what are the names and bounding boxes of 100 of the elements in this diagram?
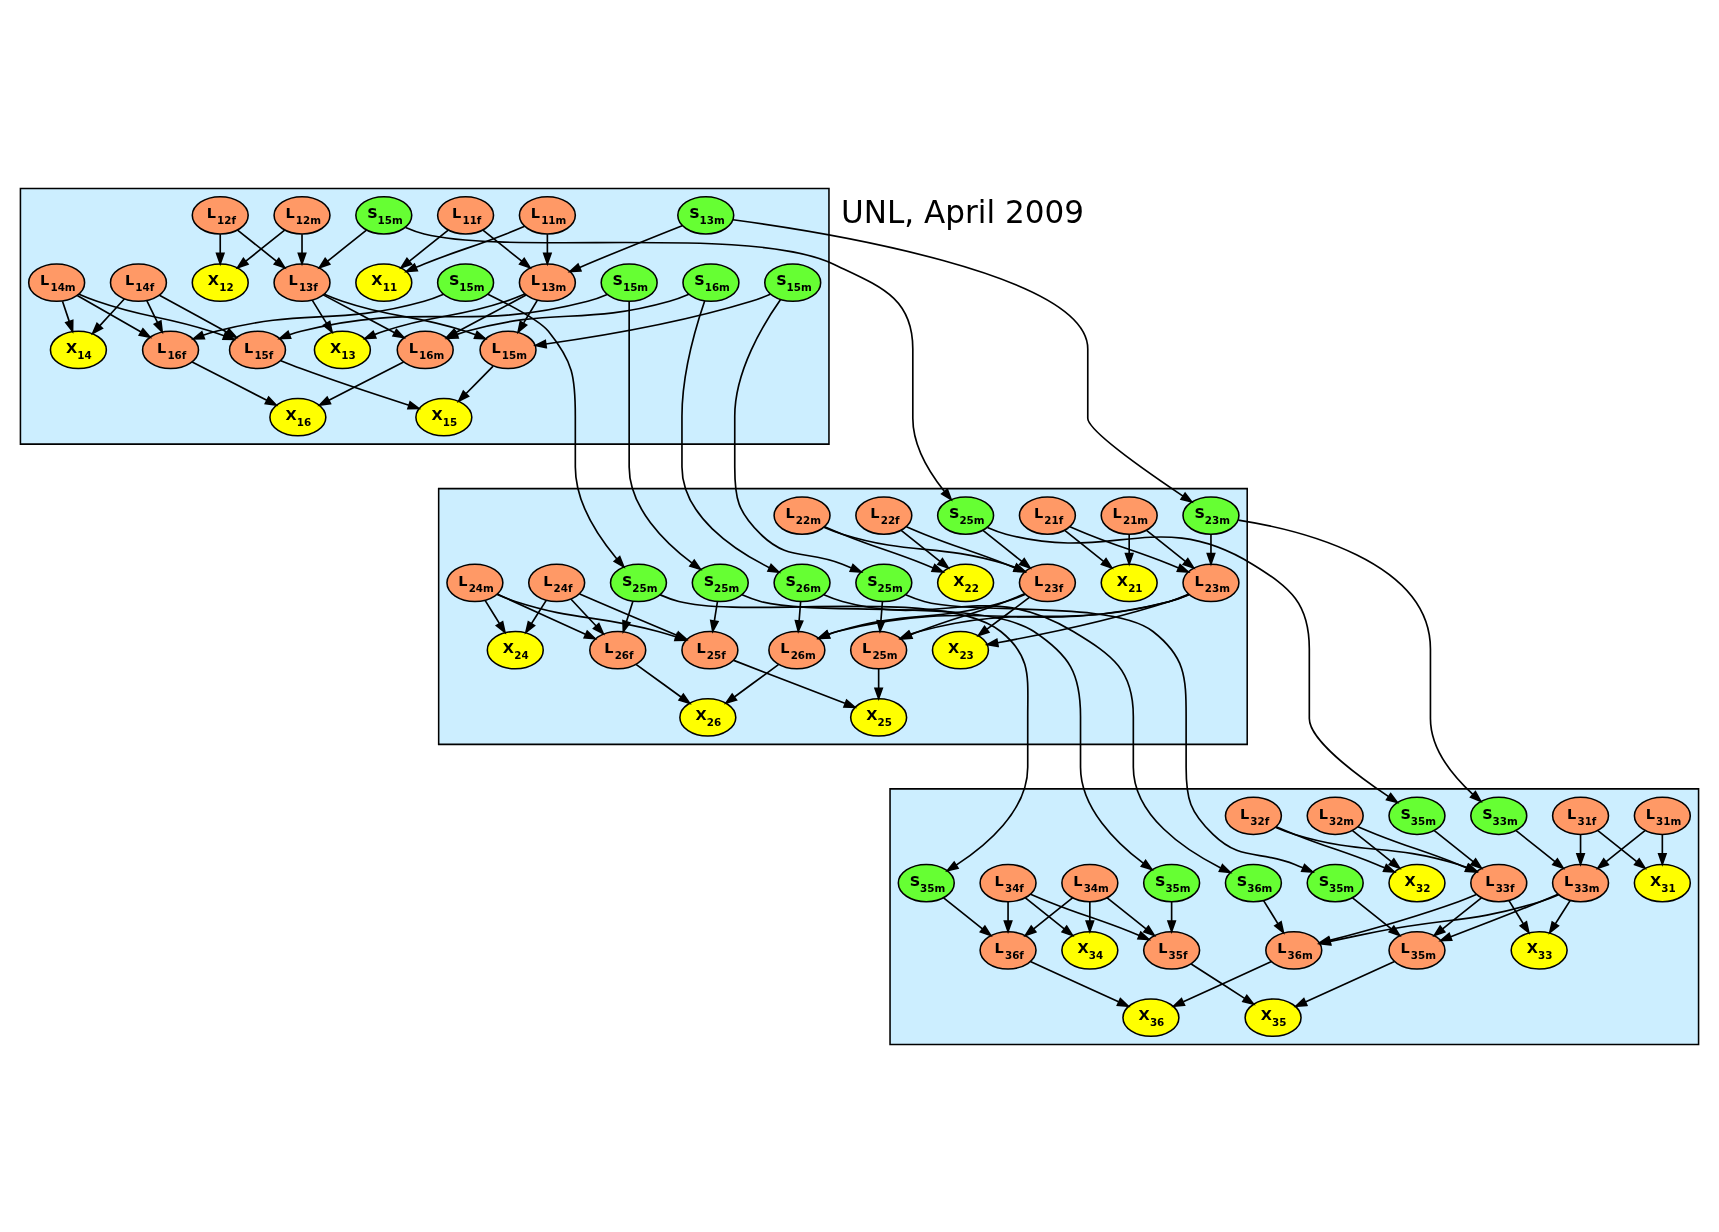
node-ellipse: S$_{25m}$	[936, 495, 995, 535]
node-ellipse: L$_{34m}$	[1061, 863, 1119, 902]
arrow	[1190, 962, 1256, 1005]
node-ellipse: S$_{25m}$	[609, 562, 668, 602]
arrow	[1515, 829, 1566, 870]
node-ellipse: L$_{36f}$	[979, 930, 1037, 970]
arrow	[1657, 833, 1668, 867]
node-ellipse: L$_{25f}$	[681, 630, 739, 670]
node-ellipse: L$_{22f}$	[855, 495, 913, 535]
arrow	[496, 592, 598, 640]
arrow	[823, 525, 946, 573]
node-ellipse: L$_{23f}$	[1018, 562, 1077, 602]
node-ellipse: L$_{13f}$	[273, 262, 331, 302]
arrow	[297, 232, 307, 266]
node-ellipse: L$_{15m}$	[479, 330, 537, 369]
node-ellipse: L$_{34f}$	[979, 863, 1037, 902]
node-ellipse: L$_{16m}$	[396, 330, 454, 369]
node-ellipse: L$_{36m}$	[1265, 930, 1323, 970]
arrow	[542, 232, 553, 266]
arrow	[76, 294, 153, 338]
arrow	[873, 667, 884, 701]
node-ellipse: L$_{24f}$	[527, 562, 586, 602]
node-ellipse: L$_{13m}$	[518, 262, 577, 302]
node-ellipse: X$_{34}$	[1061, 930, 1119, 970]
node-ellipse: X$_{16}$	[269, 397, 327, 437]
node-ellipse: L$_{33f}$	[1470, 863, 1528, 902]
node-ellipse: L$_{12m}$	[273, 195, 331, 235]
arrow	[622, 600, 634, 634]
arrow	[732, 218, 1194, 503]
node-ellipse: L$_{21f}$	[1018, 495, 1077, 535]
arrow	[1275, 825, 1397, 873]
node-ellipse: L$_{33m}$	[1551, 863, 1610, 902]
arrow	[1237, 518, 1483, 803]
arrow	[456, 364, 494, 403]
arrow	[635, 663, 692, 705]
arrow	[1085, 900, 1095, 934]
arrow	[280, 359, 422, 410]
node-ellipse: S$_{25m}$	[855, 562, 913, 602]
arrow	[904, 593, 1315, 873]
arrow	[732, 659, 858, 708]
cluster	[19, 187, 830, 445]
arrow	[823, 593, 1233, 874]
node-ellipse: X$_{12}$	[191, 262, 249, 302]
node-ellipse: X$_{26}$	[679, 697, 737, 737]
node-ellipse: S$_{35m}$	[897, 863, 955, 902]
arrow	[733, 298, 864, 573]
arrow	[723, 663, 780, 705]
node-ellipse: L$_{31m}$	[1633, 795, 1692, 835]
arrow	[404, 224, 526, 272]
node-ellipse: X$_{15}$	[415, 397, 473, 437]
arrow	[876, 600, 886, 634]
node-ellipse: X$_{31}$	[1633, 863, 1692, 902]
node-ellipse: S$_{33m}$	[1470, 795, 1528, 835]
node-ellipse: X$_{36}$	[1122, 997, 1180, 1037]
arrow	[986, 526, 1400, 804]
node-ellipse: S$_{35m}$	[1306, 863, 1364, 902]
arrow	[570, 597, 605, 635]
arrow	[567, 224, 683, 273]
arrow	[1548, 899, 1571, 935]
node-ellipse: X$_{24}$	[486, 630, 544, 670]
node-ellipse: S$_{15m}$	[764, 262, 822, 302]
node-ellipse: L$_{16f}$	[141, 330, 200, 369]
arrow	[1293, 960, 1396, 1007]
arrow	[1166, 900, 1177, 934]
node-ellipse: S$_{15m}$	[436, 262, 495, 302]
node-ellipse: L$_{32m}$	[1306, 795, 1364, 835]
node-ellipse: L$_{26f}$	[589, 630, 647, 670]
node-ellipse: S$_{26m}$	[773, 562, 831, 602]
node-ellipse: L$_{11m}$	[518, 195, 577, 235]
node-ellipse: X$_{35}$	[1244, 997, 1302, 1037]
node-ellipse: S$_{35m}$	[1388, 795, 1446, 835]
arrow	[900, 529, 951, 570]
arrow	[1575, 833, 1586, 867]
node-ellipse: X$_{22}$	[936, 562, 995, 602]
arrow	[1433, 829, 1484, 870]
node-ellipse: L$_{22m}$	[773, 495, 831, 535]
arrow	[794, 600, 804, 634]
arrow	[516, 298, 539, 334]
arrow	[1003, 900, 1013, 934]
node-ellipse: X$_{21}$	[1100, 562, 1158, 602]
node-ellipse: L$_{11f}$	[436, 195, 495, 235]
label: UNL, April 2009	[841, 193, 1084, 230]
arrow	[482, 228, 532, 269]
node-ellipse: L$_{26m}$	[768, 630, 826, 670]
arrow	[215, 232, 225, 266]
node-ellipse: S$_{36m}$	[1224, 863, 1283, 902]
arrow	[399, 228, 450, 269]
arrow	[191, 360, 279, 406]
node-ellipse: L$_{35f}$	[1142, 930, 1201, 970]
arrow	[709, 600, 720, 634]
arrow	[145, 299, 164, 334]
node-ellipse: L$_{23m}$	[1182, 562, 1240, 602]
node-ellipse: L$_{32f}$	[1224, 795, 1283, 835]
arrow	[90, 297, 126, 335]
arrow	[659, 593, 1029, 872]
node-ellipse: L$_{21m}$	[1100, 495, 1158, 535]
node-ellipse: S$_{15m}$	[600, 262, 658, 302]
node-ellipse: S$_{23m}$	[1182, 495, 1240, 535]
arrow	[942, 896, 993, 937]
arrow	[61, 299, 74, 334]
